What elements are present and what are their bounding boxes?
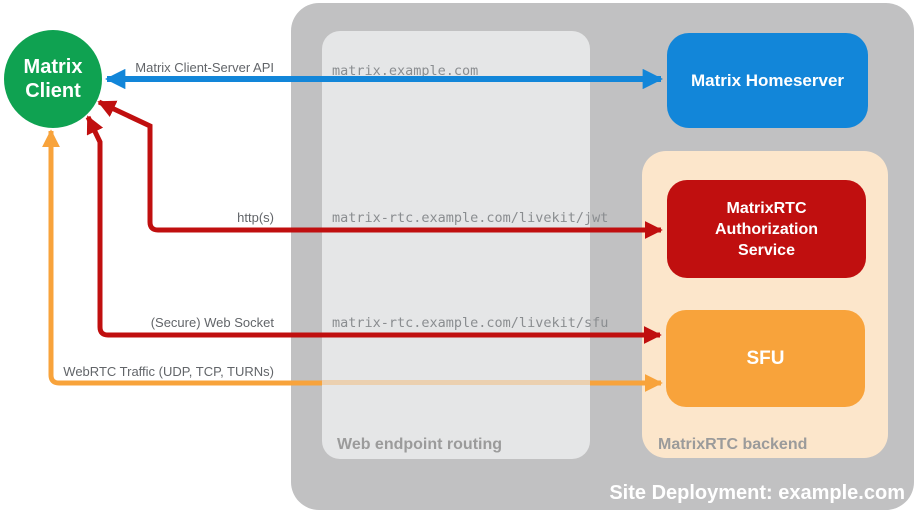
auth-label-line2: Authorization [714,220,819,238]
matrix-homeserver-label: Matrix Homeserver [690,70,845,90]
web-endpoint-routing-panel [322,31,590,459]
endpoint-homeserver: matrix.example.com [332,63,479,79]
webrtc-traffic-label: WebRTC Traffic (UDP, TCP, TURNs) [63,364,274,379]
matrix-client-label-line2: Client [25,80,81,102]
matrixrtc-authorization-service-node: MatrixRTC Authorization Service [667,180,866,278]
sfu-node: SFU [666,310,865,407]
matrix-homeserver-node: Matrix Homeserver [667,33,868,128]
auth-label-line1: MatrixRTC [726,199,807,217]
matrix-client-node: Matrix Client [4,30,102,128]
site-deployment-label: Site Deployment: example.com [609,482,905,504]
auth-label-line3: Service [738,241,795,259]
matrix-client-label-line1: Matrix [23,56,83,78]
websocket-label: (Secure) Web Socket [150,315,274,330]
sfu-label: SFU [746,347,785,369]
endpoint-livekit-jwt: matrix-rtc.example.com/livekit/jwt [332,210,609,226]
matrixrtc-backend-label: MatrixRTC backend [658,436,808,453]
https-label: http(s) [237,210,274,225]
client-server-api-label: Matrix Client-Server API [135,60,274,75]
webrtc-arrow-under-panel-segment [322,380,590,385]
endpoint-livekit-sfu: matrix-rtc.example.com/livekit/sfu [332,315,609,331]
web-endpoint-routing-label: Web endpoint routing [337,436,503,453]
